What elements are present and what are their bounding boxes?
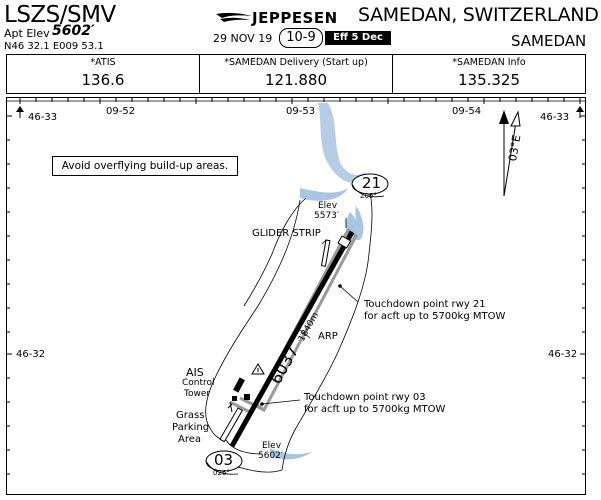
windsock-icon [227, 401, 233, 413]
elev-south-label: Elev [262, 441, 282, 451]
grass-label-3: Area [178, 434, 202, 445]
runway-03-heading: 026° [213, 469, 230, 477]
leader-lines [261, 218, 359, 405]
elev-north-value: 5573′ [314, 211, 339, 221]
touchdown-21-dot [338, 284, 342, 288]
freq-cell-atis: *ATIS 136.6 [7, 55, 199, 93]
runway-21-heading: 206° [360, 192, 377, 200]
runway-21-marker [351, 173, 389, 198]
grass-parking-area [219, 407, 244, 443]
touchdown-21-line1: Touchdown point rwy 21 [364, 299, 486, 310]
freq-cell-info: *SAMEDAN Info 135.325 [392, 55, 585, 93]
freq-value: 135.325 [457, 71, 521, 89]
touchdown-03-line2: for acft up to 5700kg MTOW [304, 404, 446, 415]
freq-label: *SAMEDAN Info [452, 57, 526, 68]
glider-strip-label: GLIDER STRIP [252, 228, 321, 239]
lon-label: 09-54 [452, 106, 482, 117]
right-ticks [580, 115, 586, 475]
ais-label: AIS [186, 366, 204, 379]
left-ticks [6, 115, 12, 475]
chart-subtitle: SAMEDAN [511, 32, 587, 50]
lat-label-mid-right: 46-32 [548, 349, 578, 360]
lon-label: 09-52 [106, 106, 136, 117]
freq-label: *SAMEDAN Delivery (Start up) [224, 57, 368, 68]
glider-strip [320, 239, 331, 267]
control-tower-label-1: Control [182, 378, 215, 388]
effective-date-badge: Eff 5 Dec [325, 31, 391, 45]
touchdown-03-dot [260, 402, 264, 406]
top-ticks [19, 97, 581, 104]
jeppesen-swoosh-icon [216, 12, 252, 22]
main-runway [229, 230, 355, 448]
corner-arrow-icon [16, 106, 584, 112]
arp-symbol-icon [251, 363, 265, 375]
glider-strip-end [337, 235, 352, 249]
runway-21-number: 21 [362, 174, 382, 192]
chart-date: 29 NOV 19 [213, 32, 273, 45]
lon-label: 09-53 [286, 106, 316, 117]
frequency-table: *ATIS 136.6 *SAMEDAN Delivery (Start up)… [6, 54, 586, 94]
apt-elev-value: 5602′ [52, 23, 95, 39]
freq-cell-delivery: *SAMEDAN Delivery (Start up) 121.880 [199, 55, 392, 93]
control-tower-label-2: Tower [184, 389, 211, 399]
airport-diagram-frame [6, 97, 586, 495]
grass-label-1: Grass [176, 410, 205, 421]
airport-coordinates: N46 32.1 E009 53.1 [4, 41, 104, 52]
runway-03-number: 03 [214, 451, 234, 469]
freq-value: 136.6 [81, 71, 125, 89]
page-number-badge: 10-9 [279, 28, 323, 48]
caution-note: Avoid overflying build-up areas. [52, 156, 238, 176]
lat-label-mid-left: 46-32 [16, 349, 46, 360]
lat-label-top-left: 46-33 [28, 112, 58, 123]
lat-label-top-right: 46-33 [540, 112, 570, 123]
north-arrow-icon [499, 110, 521, 197]
freq-label: *ATIS [90, 57, 116, 68]
chart-title: SAMEDAN, SWITZERLAND [358, 4, 599, 26]
terrain-outline [205, 175, 373, 473]
apt-elev-label: Apt Elev [4, 27, 50, 40]
arp-label: ARP [318, 331, 338, 342]
elev-north-label: Elev [318, 201, 338, 211]
airport-ident: LSZS/SMV [4, 2, 116, 28]
touchdown-21-line2: for acft up to 5700kg MTOW [364, 311, 506, 322]
jeppesen-logo: JEPPESEN [252, 9, 338, 27]
runway-03-marker [205, 450, 243, 475]
grass-label-2: Parking [172, 422, 210, 433]
ais-buildings [232, 377, 250, 401]
freq-value: 121.880 [264, 71, 328, 89]
elev-south-value: 5602′ [258, 451, 283, 461]
touchdown-03-line1: Touchdown point rwy 03 [304, 392, 426, 403]
